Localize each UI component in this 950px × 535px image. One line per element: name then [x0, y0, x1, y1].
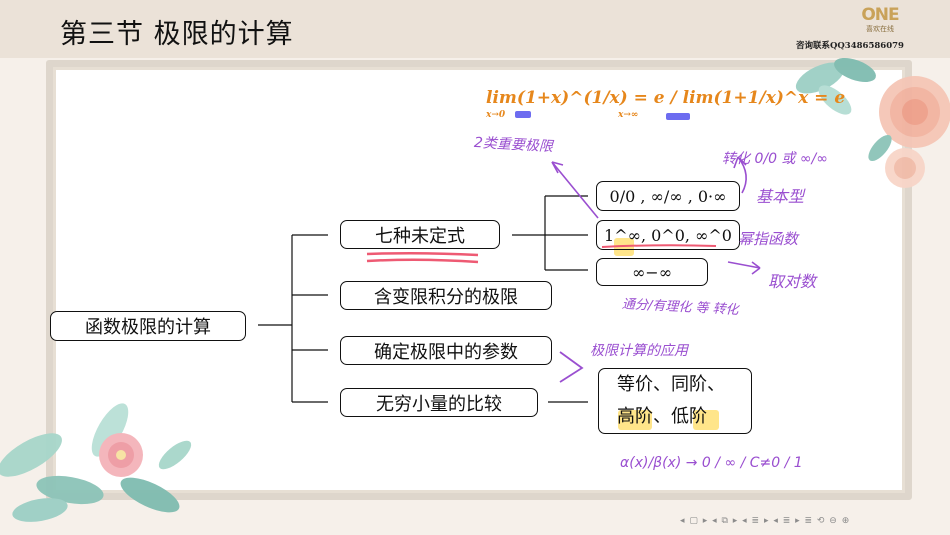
note-convert: 转化 0/0 或 ∞/∞: [722, 151, 828, 167]
note-limit-application: 极限计算的应用: [590, 343, 688, 359]
highlight-gaojie: [618, 410, 652, 430]
root-node: 函数极限的计算: [50, 311, 246, 341]
logo-mark: ONE: [861, 5, 899, 25]
comparison-line-1: 等价、同阶、: [617, 374, 725, 395]
comparison-line-2: 高阶、低阶: [617, 406, 707, 427]
slide-navigation[interactable]: ◂ ▢ ▸ ◂ ⧉ ▸ ◂ ≣ ▸ ◂ ≣ ▸ ≣ ⟲ ⊖ ⊕: [680, 516, 851, 526]
header-bar: [0, 0, 950, 58]
branch-node-indeterminate: 七种未定式: [340, 220, 500, 249]
page-title: 第三节 极限的计算: [60, 19, 294, 50]
contact-info: 咨询联系QQ3486586079: [796, 41, 904, 51]
highlight-dijie: [693, 410, 719, 430]
comparison-node: 等价、同阶、 高阶、低阶: [598, 368, 752, 434]
limit-formula-sub-2: x→∞: [618, 110, 639, 120]
note-important-limits: 2类重要极限: [473, 134, 554, 156]
note-power-exponential: 幂指函数: [738, 230, 799, 248]
branch-node-parameters: 确定极限中的参数: [340, 336, 552, 365]
content-inner-border: [53, 67, 905, 493]
flower-top-right: [795, 57, 950, 188]
branch-node-variable-integral: 含变限积分的极限: [340, 281, 552, 310]
branch-node-infinitesimal: 无穷小量的比较: [340, 388, 538, 417]
form-node-difference: ∞−∞: [596, 258, 708, 286]
flower-bottom-left: [0, 403, 192, 522]
content-frame: [46, 60, 912, 500]
note-ratio: α(x)/β(x) → 0 / ∞ / C≠0 / 1: [620, 455, 803, 471]
limit-formula: lim(1+x)^(1/x) = e / lim(1+1/x)^x = e: [486, 88, 846, 108]
logo-subtitle: 喜欢在线: [866, 25, 894, 33]
form-node-power: 1^∞, 0^0, ∞^0: [596, 220, 740, 250]
form-node-basic: 0/0 , ∞/∞ , 0·∞: [596, 181, 740, 211]
note-take-log: 取对数: [768, 272, 817, 291]
brand-logo: ONE 喜欢在线: [856, 6, 904, 38]
limit-formula-sub-1: x→0: [486, 110, 506, 120]
note-basic-type: 基本型: [756, 187, 805, 206]
